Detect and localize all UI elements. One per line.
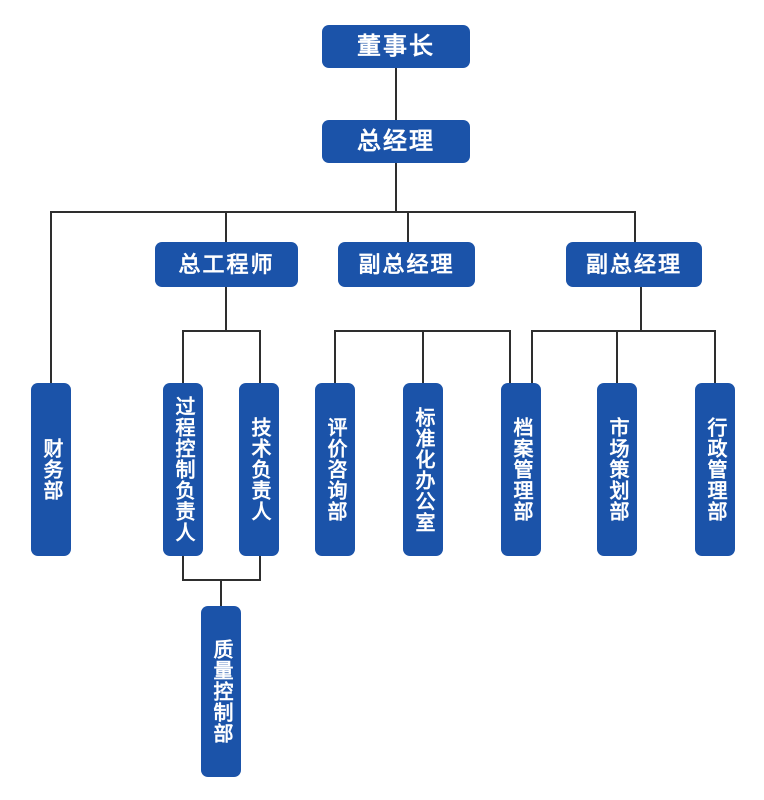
edge-drop-finance xyxy=(50,211,52,383)
node-process-control-lead: 过程控制负责人 xyxy=(163,383,203,556)
edge-drop-quality xyxy=(220,579,222,606)
node-deputy-gm-2: 副总经理 xyxy=(566,242,702,287)
node-chief-engineer: 总工程师 xyxy=(155,242,298,287)
node-standardization-office: 标准化办公室 xyxy=(403,383,443,556)
edge-drop-admin xyxy=(714,330,716,383)
node-general-manager: 总经理 xyxy=(322,120,470,163)
node-finance-dept: 财务部 xyxy=(31,383,71,556)
edge-drop-evaluation xyxy=(334,330,336,383)
edge-process-down xyxy=(182,556,184,581)
edge-technical-down xyxy=(259,556,261,581)
edge-deputy2-riser xyxy=(640,287,642,332)
node-archives-management-dept: 档案管理部 xyxy=(501,383,541,556)
node-evaluation-consulting-dept: 评价咨询部 xyxy=(315,383,355,556)
node-technical-lead: 技术负责人 xyxy=(239,383,279,556)
edge-deputy2-bus xyxy=(531,330,716,332)
node-market-planning-dept: 市场策划部 xyxy=(597,383,637,556)
edge-drop-chief-engineer xyxy=(225,211,227,242)
node-quality-control-dept: 质量控制部 xyxy=(201,606,241,777)
edge-drop-deputy-gm-2 xyxy=(634,211,636,242)
edge-chief-bus xyxy=(182,330,261,332)
edge-chief-riser xyxy=(225,287,227,332)
edge-drop-deputy-gm-1 xyxy=(407,211,409,242)
edge-gm-riser xyxy=(395,163,397,212)
node-deputy-gm-1: 副总经理 xyxy=(338,242,475,287)
node-admin-management-dept: 行政管理部 xyxy=(695,383,735,556)
edge-drop-archives-right xyxy=(531,330,533,383)
edge-drop-archives-left xyxy=(509,330,511,383)
edge-drop-process-control xyxy=(182,330,184,383)
edge-drop-standardization xyxy=(422,330,424,383)
edge-chairman-gm xyxy=(395,68,397,120)
edge-drop-technical-lead xyxy=(259,330,261,383)
node-chairman: 董事长 xyxy=(322,25,470,68)
edge-level3-bus xyxy=(50,211,636,213)
edge-drop-market xyxy=(616,330,618,383)
